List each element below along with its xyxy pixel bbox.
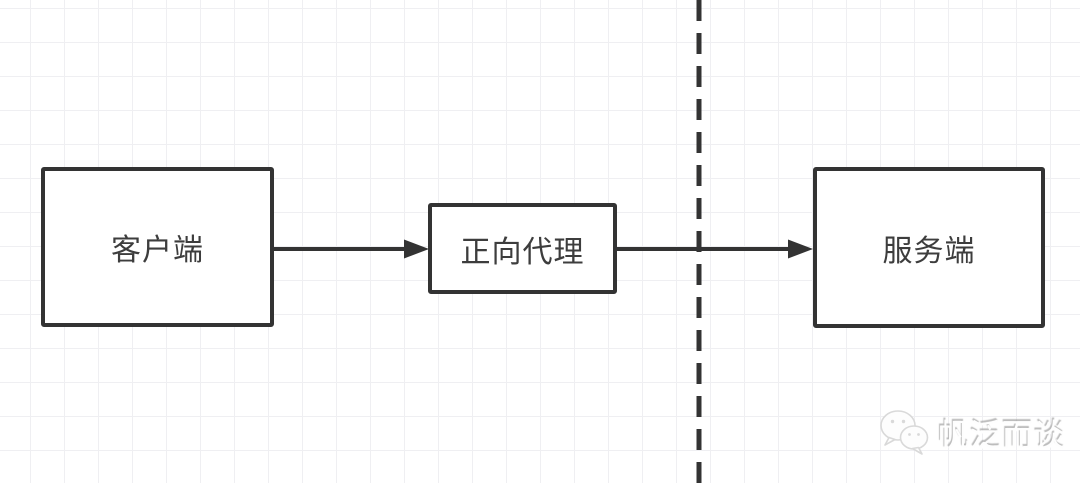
arrow-proxy-to-server: [617, 239, 813, 259]
node-forward-proxy: 正向代理: [428, 203, 617, 294]
wechat-icon: [880, 410, 929, 455]
node-client-label: 客户端: [111, 234, 204, 267]
node-server: 服务端: [813, 167, 1045, 328]
arrow-client-to-proxy: [274, 239, 429, 259]
watermark-text: 帆泛而谈: [938, 417, 1066, 453]
node-server-label: 服务端: [882, 234, 976, 268]
node-client: 客户端: [41, 167, 274, 327]
watermark: 帆泛而谈: [878, 408, 1066, 456]
node-forward-proxy-label: 正向代理: [460, 235, 585, 269]
